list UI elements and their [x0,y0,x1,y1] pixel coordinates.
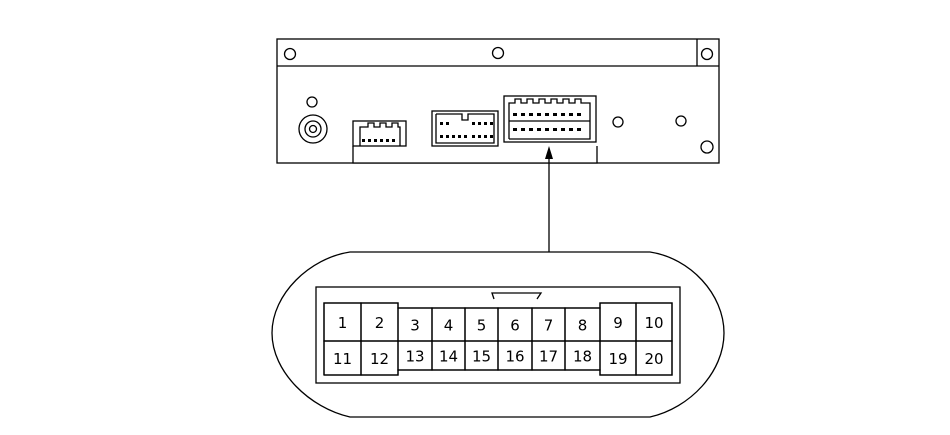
pin-label-1: 1 [338,314,348,332]
pin-label-12: 12 [370,350,389,368]
middle-connector [431,110,499,147]
screw-hole-right-c [700,140,714,154]
pin-label-5: 5 [477,317,487,335]
pin-label-7: 7 [544,317,554,335]
pin-label-3: 3 [410,317,420,335]
mount-hole-right [700,47,714,61]
bottom-lip [352,146,598,164]
pin-label-6: 6 [510,317,520,335]
main-connector [503,95,597,143]
pin-label-20: 20 [644,350,663,368]
mount-hole-center [491,46,505,60]
pin-label-9: 9 [613,314,623,332]
antenna-jack-inner [304,120,322,138]
antenna-jack-pin [308,124,318,134]
pin-label-14: 14 [439,348,458,366]
head-unit-rear-panel [276,38,720,164]
connector-outline [271,251,725,418]
pin-label-19: 19 [608,350,627,368]
mount-hole-left [283,47,297,61]
screw-hole [306,96,318,108]
pin-label-17: 17 [539,348,558,366]
antenna-jack-outer [298,114,328,144]
connector-shell [315,286,681,384]
locking-tab [491,292,543,300]
pin-label-4: 4 [444,317,454,335]
pin-label-18: 18 [573,348,592,366]
pin-label-2: 2 [375,314,385,332]
pin-cell-20 [635,340,673,376]
pin-label-8: 8 [578,317,588,335]
pin-label-16: 16 [505,348,524,366]
screw-hole-right-a [612,116,624,128]
screw-hole-right-b [675,115,687,127]
pointer-arrow [545,146,553,252]
pin-label-11: 11 [333,350,352,368]
pin-label-15: 15 [472,348,491,366]
pin-label-10: 10 [644,314,663,332]
pin-label-13: 13 [405,348,424,366]
small-connector [352,120,407,147]
